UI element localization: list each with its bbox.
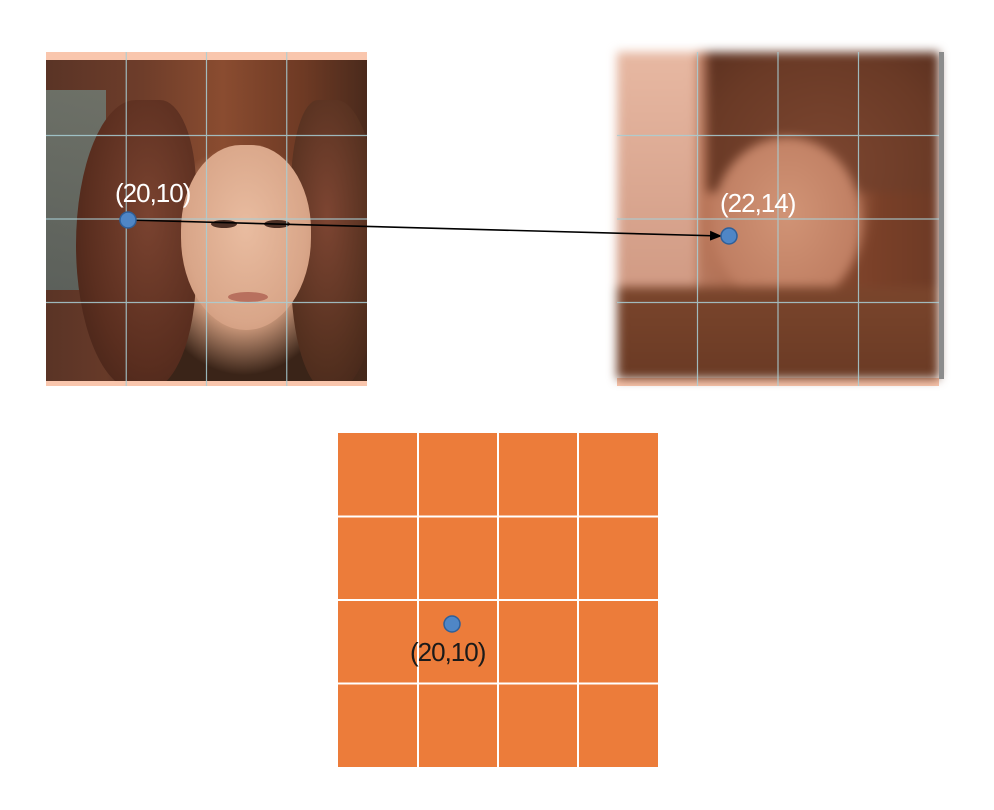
blurred-face [712,137,862,307]
target-image-edge [939,52,944,379]
blurred-body [617,287,939,379]
hair-left [76,100,196,381]
mouth [228,292,268,302]
target-bottom-strip [617,378,939,386]
source-face-image [46,60,367,381]
source-point-label: (20,10) [115,178,191,208]
right-eye [264,220,290,228]
grid-point-label: (20,10) [410,637,486,667]
source-top-strip [46,52,367,60]
target-point-label: (22,14) [720,188,796,218]
face-skin [181,145,311,330]
left-eye [211,220,237,228]
orange-grid-panel [338,433,658,767]
